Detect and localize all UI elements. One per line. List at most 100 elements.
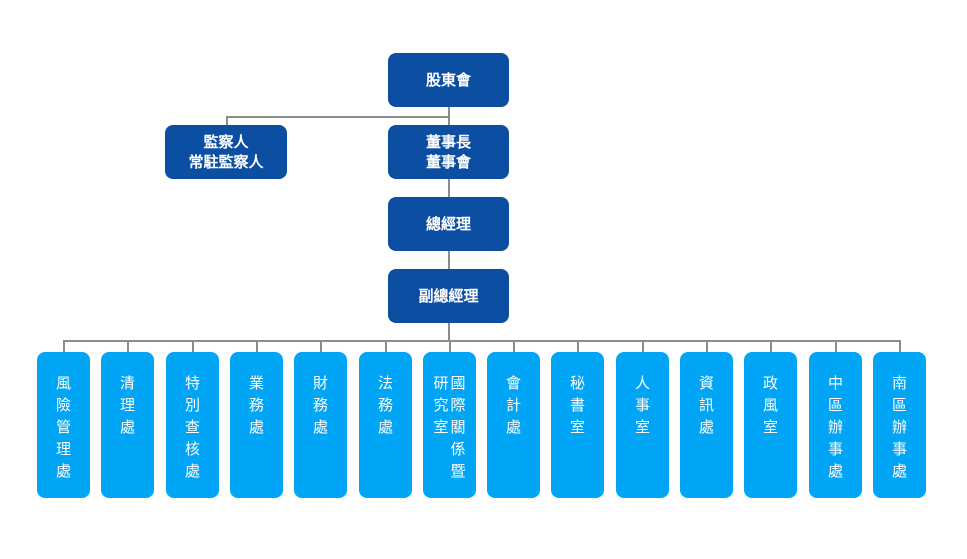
department-label: 秘書室 [551, 372, 604, 438]
connector-department-drop [320, 340, 322, 352]
department-box: 風險管理處 [37, 352, 90, 498]
department-label: 資訊處 [680, 372, 733, 438]
department-label-char: 室 [433, 418, 449, 436]
department-label-column: 特別查核處 [185, 372, 200, 482]
department-box: 財務處 [294, 352, 347, 498]
connector-department-drop [192, 340, 194, 352]
department-label-char: 辦 [827, 418, 843, 436]
department-label-char: 南 [891, 374, 907, 392]
department-label-char: 財 [312, 374, 328, 392]
department-label-column: 人事室 [635, 372, 650, 438]
department-label-char: 處 [377, 418, 393, 436]
president-box: 總經理 [388, 197, 509, 251]
department-label-char: 處 [827, 462, 843, 480]
connector-supervisor-branch [226, 116, 450, 118]
department-label: 財務處 [294, 372, 347, 438]
department-label-char: 處 [55, 462, 71, 480]
department-label-char: 辦 [891, 418, 907, 436]
department-box: 資訊處 [680, 352, 733, 498]
connector-board-president [448, 179, 450, 198]
department-label-char: 究 [433, 396, 449, 414]
board-label: 董事長 董事會 [425, 133, 471, 171]
department-label-char: 別 [184, 396, 200, 414]
department-box: 秘書室 [551, 352, 604, 498]
department-label: 清理處 [101, 372, 154, 438]
department-label-char: 處 [505, 418, 521, 436]
department-label: 中區辦事處 [809, 372, 862, 482]
department-label-char: 處 [248, 418, 264, 436]
department-label-char: 國 [450, 374, 466, 392]
department-label-char: 務 [377, 396, 393, 414]
connector-president-vp [448, 251, 450, 270]
department-label-char: 處 [184, 462, 200, 480]
department-label: 風險管理處 [37, 372, 90, 482]
department-label-char: 研 [433, 374, 449, 392]
department-label-char: 險 [55, 396, 71, 414]
department-label-column: 秘書室 [570, 372, 585, 438]
shareholders-label: 股東會 [425, 71, 471, 89]
department-label-char: 暨 [450, 462, 466, 480]
connector-department-drop [642, 340, 644, 352]
vice-president-box: 副總經理 [388, 269, 509, 323]
department-label-char: 管 [55, 418, 71, 436]
department-label-column: 法務處 [378, 372, 393, 438]
department-label: 業務處 [230, 372, 283, 438]
connector-department-drop [577, 340, 579, 352]
department-label-column: 政風室 [763, 372, 778, 438]
department-label-char: 室 [634, 418, 650, 436]
department-label-char: 處 [119, 418, 135, 436]
department-label-char: 風 [762, 396, 778, 414]
connector-department-drop [127, 340, 129, 352]
department-label-char: 務 [312, 396, 328, 414]
department-box: 研究室國際關係暨 [423, 352, 476, 498]
department-label-char: 風 [55, 374, 71, 392]
department-label-char: 理 [119, 396, 135, 414]
connector-department-bus [63, 340, 899, 342]
department-label-char: 室 [762, 418, 778, 436]
department-box: 人事室 [616, 352, 669, 498]
connector-department-drop [449, 340, 451, 352]
connector-department-drop [63, 340, 65, 352]
vice-president-label: 副總經理 [418, 287, 479, 305]
connector-department-drop [513, 340, 515, 352]
connector-department-drop [385, 340, 387, 352]
department-label: 法務處 [359, 372, 412, 438]
supervisors-label: 監察人 常駐監察人 [188, 133, 264, 171]
department-box: 清理處 [101, 352, 154, 498]
department-label: 政風室 [744, 372, 797, 438]
connector-department-drop [835, 340, 837, 352]
department-label-column: 資訊處 [699, 372, 714, 438]
department-label-char: 計 [505, 396, 521, 414]
board-box: 董事長 董事會 [388, 125, 509, 179]
department-label-column: 南區辦事處 [892, 372, 907, 482]
department-label-char: 政 [762, 374, 778, 392]
department-label-char: 特 [184, 374, 200, 392]
department-label-char: 資 [698, 374, 714, 392]
department-label-char: 人 [634, 374, 650, 392]
department-label-char: 區 [891, 396, 907, 414]
department-label-column: 會計處 [506, 372, 521, 438]
department-label-char: 理 [55, 440, 71, 458]
connector-department-drop [899, 340, 901, 352]
department-label-char: 會 [505, 374, 521, 392]
department-label-char: 關 [450, 418, 466, 436]
department-box: 業務處 [230, 352, 283, 498]
department-label-column: 風險管理處 [56, 372, 71, 482]
department-label-char: 際 [450, 396, 466, 414]
connector-vp-bus [448, 323, 450, 342]
department-label: 會計處 [487, 372, 540, 438]
department-label-char: 務 [248, 396, 264, 414]
department-label-char: 事 [634, 396, 650, 414]
department-label-column: 財務處 [313, 372, 328, 438]
department-label-char: 清 [119, 374, 135, 392]
department-label-char: 事 [827, 440, 843, 458]
department-label-column: 清理處 [120, 372, 135, 438]
connector-supervisor-drop [226, 116, 228, 125]
department-label-char: 業 [248, 374, 264, 392]
connector-department-drop [770, 340, 772, 352]
department-label-char: 區 [827, 396, 843, 414]
department-label-char: 查 [184, 418, 200, 436]
department-label: 南區辦事處 [873, 372, 926, 482]
department-box: 法務處 [359, 352, 412, 498]
president-label: 總經理 [425, 215, 471, 233]
